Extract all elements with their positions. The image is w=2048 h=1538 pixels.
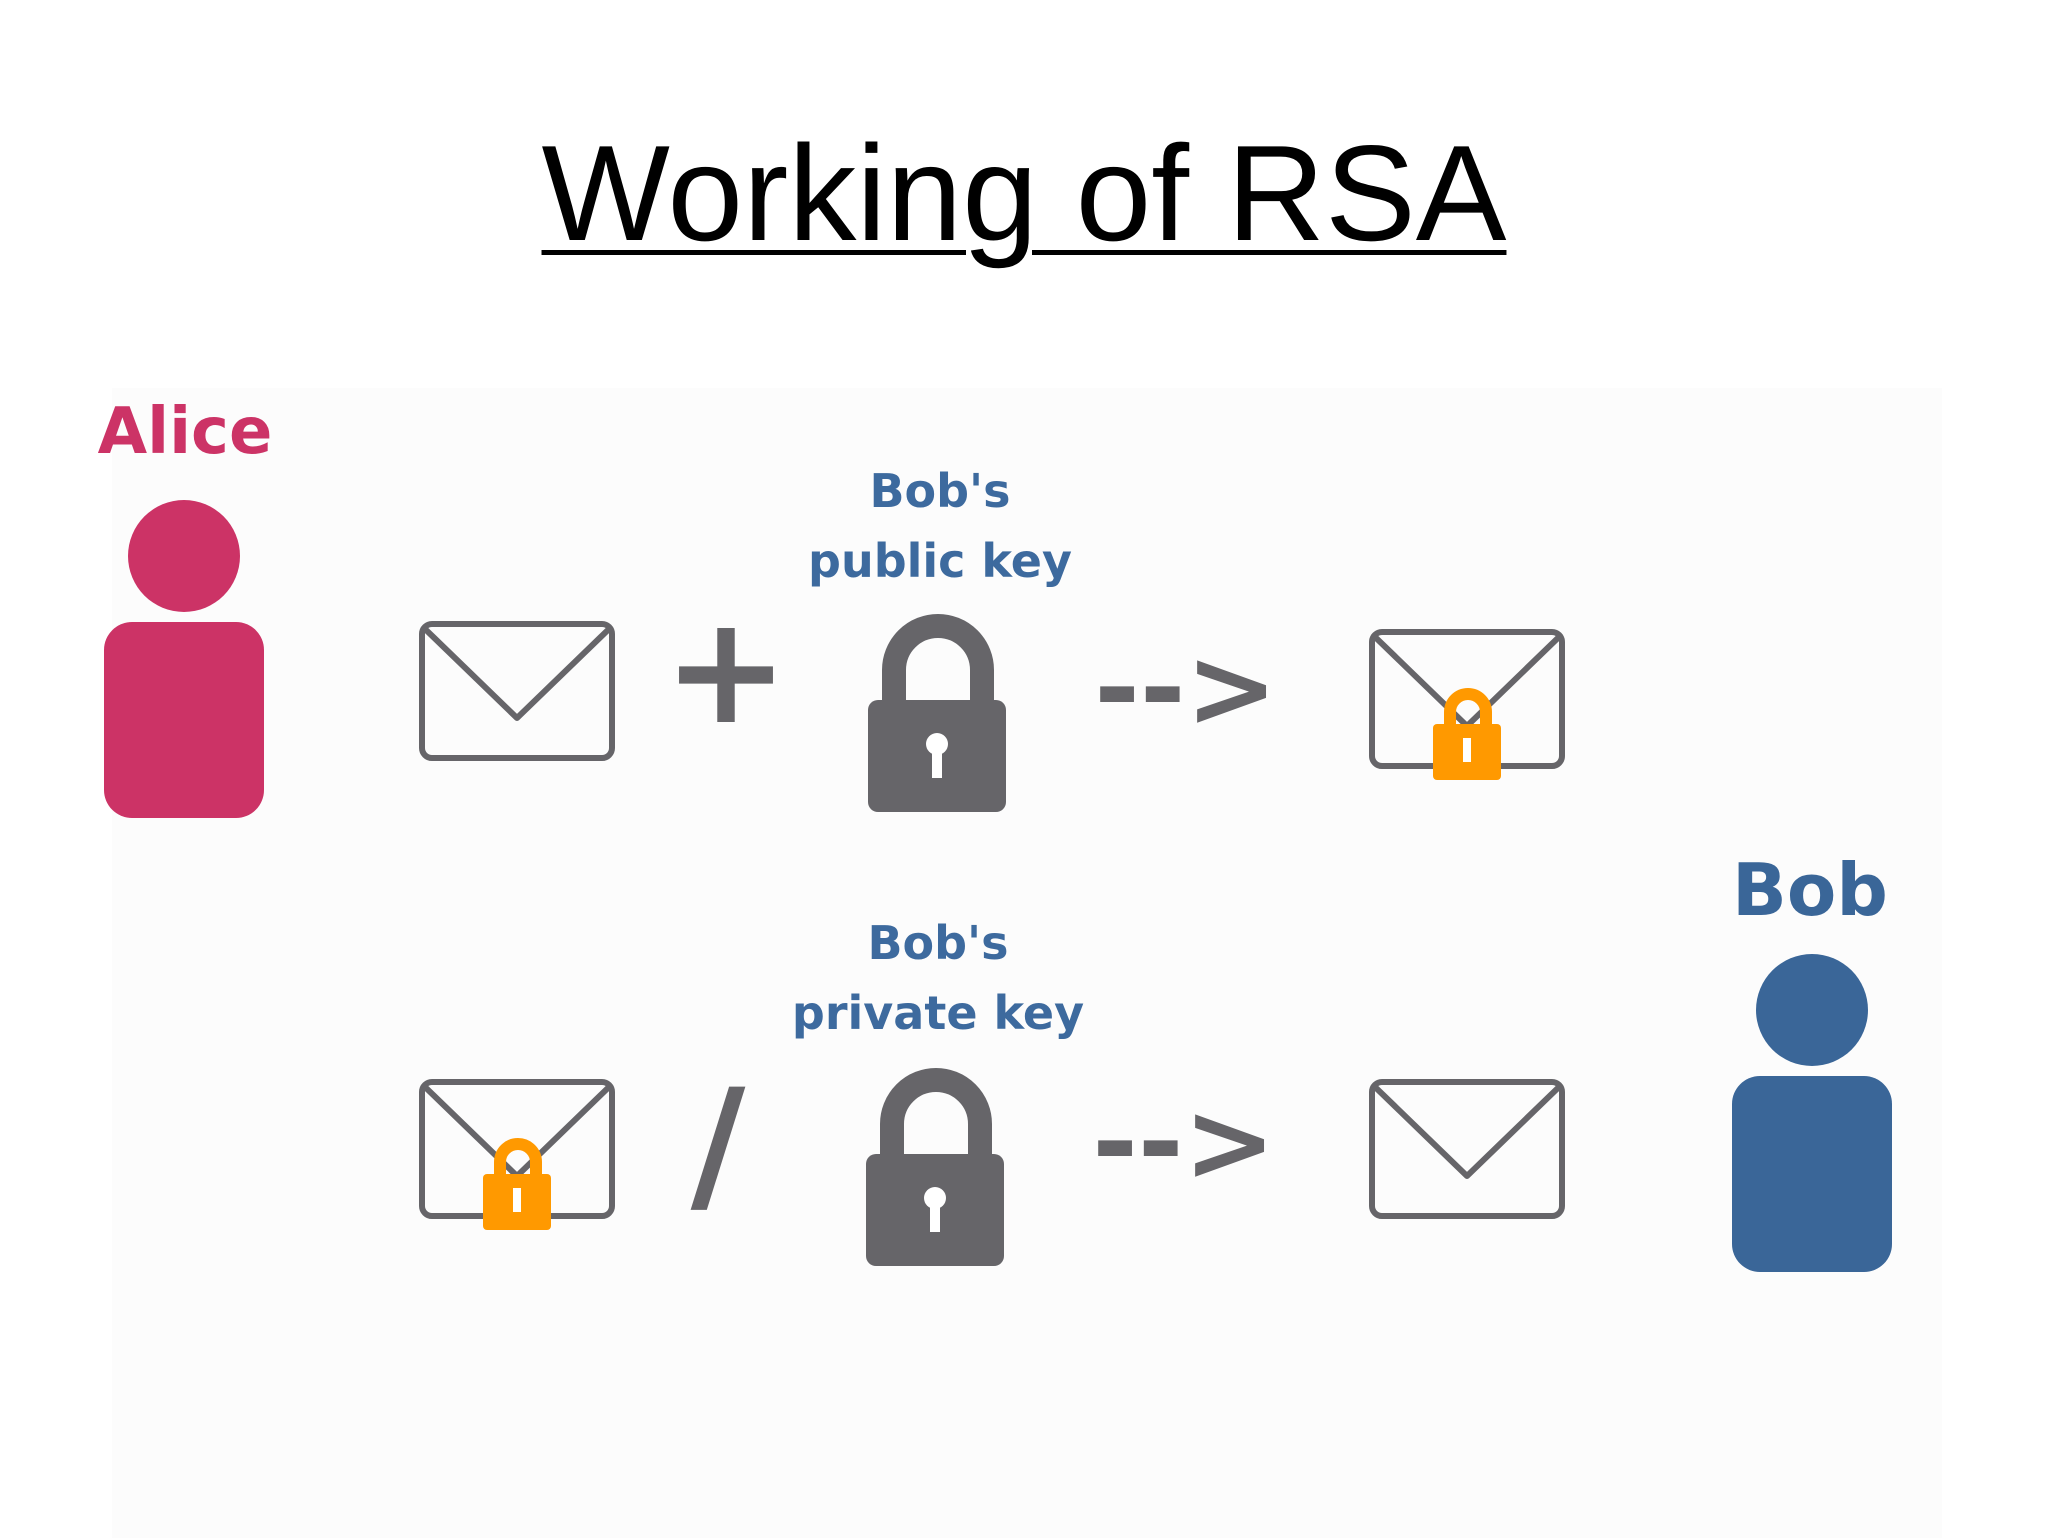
- padlock-icon: [866, 1068, 1004, 1266]
- plus-text: +: [663, 584, 789, 758]
- private-key-label-line1: Bob's: [867, 916, 1009, 970]
- padlock-icon: [868, 614, 1006, 812]
- alice-person-icon: [104, 500, 264, 818]
- bob-person-icon: [1732, 954, 1892, 1272]
- alice-label: Alice: [97, 395, 273, 469]
- envelope-icon: [1369, 1079, 1565, 1219]
- page-title: Working of RSA: [541, 117, 1507, 269]
- encrypt-arrow: -->: [1094, 624, 1277, 752]
- slash-operator: /: [691, 1058, 746, 1232]
- locked-envelope-icon: [1369, 629, 1565, 780]
- plus-operator: +: [663, 584, 789, 758]
- diagram-panel: [112, 388, 1942, 1538]
- bob-label: Bob: [1732, 848, 1888, 932]
- locked-envelope-icon: [419, 1079, 615, 1230]
- private-key-label: Bob's private key: [728, 908, 1148, 1048]
- decrypt-arrow: -->: [1092, 1078, 1275, 1206]
- private-key-label-line2: private key: [791, 986, 1085, 1040]
- public-key-label: Bob's public key: [730, 456, 1150, 596]
- public-key-label-line1: Bob's: [869, 464, 1011, 518]
- envelope-icon: [419, 621, 615, 761]
- public-key-label-line2: public key: [808, 534, 1072, 588]
